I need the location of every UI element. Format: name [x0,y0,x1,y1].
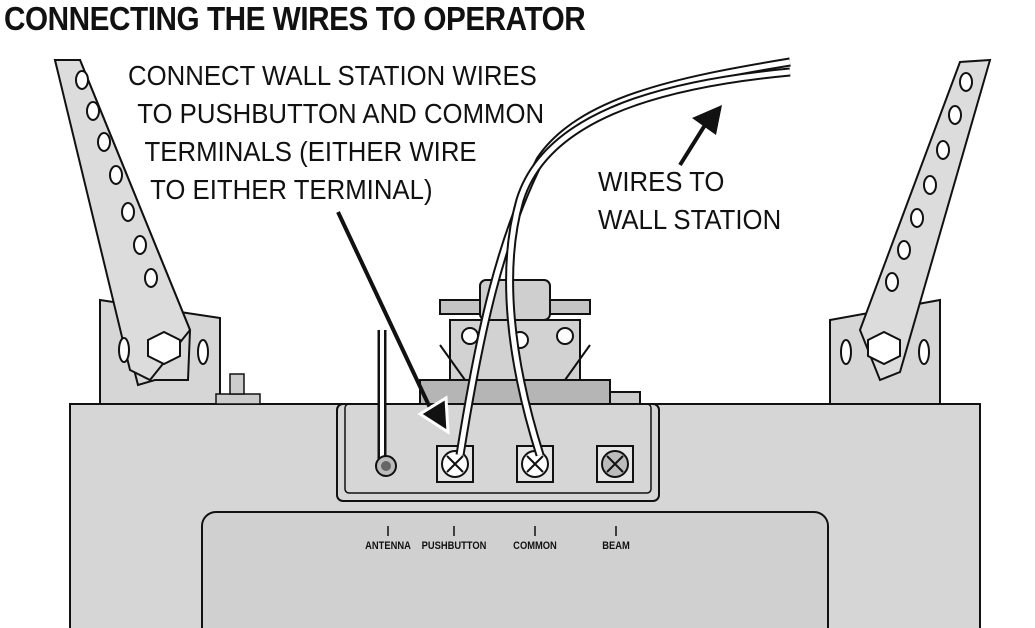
label-pushbutton: PUSHBUTTON [421,540,487,552]
callout-wall-line: WALL STATION [598,204,782,235]
callout-connect-line: TO PUSHBUTTON AND COMMON [137,98,545,129]
label-antenna: ANTENNA [365,540,411,552]
arrow-to-wires [678,105,722,167]
label-beam: BEAM [602,540,630,552]
diagram-title: CONNECTING THE WIRES TO OPERATOR [4,0,586,37]
callout-wall-station: WIRES TO WALL STATION [598,163,781,239]
arrow-to-pushbutton [336,211,450,435]
callout-wall-line: WIRES TO [598,166,725,197]
terminal-beam [596,445,634,483]
callout-connect-line: TO EITHER TERMINAL) [150,174,433,205]
terminal-pushbutton [436,445,474,483]
left-bracket [53,59,261,405]
wall-station-wires [455,57,791,457]
callout-connect-wires: CONNECT WALL STATION WIRES TO PUSHBUTTON… [128,57,544,209]
label-panel [201,511,829,628]
callout-connect-line: CONNECT WALL STATION WIRES [128,60,537,91]
antenna-wire [375,330,397,477]
callout-connect-line: TERMINALS (EITHER WIRE [144,136,477,167]
internal-mechanism [419,279,641,405]
hex-bolt-left [147,330,181,366]
right-bracket [829,58,992,405]
hex-bolt-right [867,330,901,366]
label-common: COMMON [513,540,557,552]
